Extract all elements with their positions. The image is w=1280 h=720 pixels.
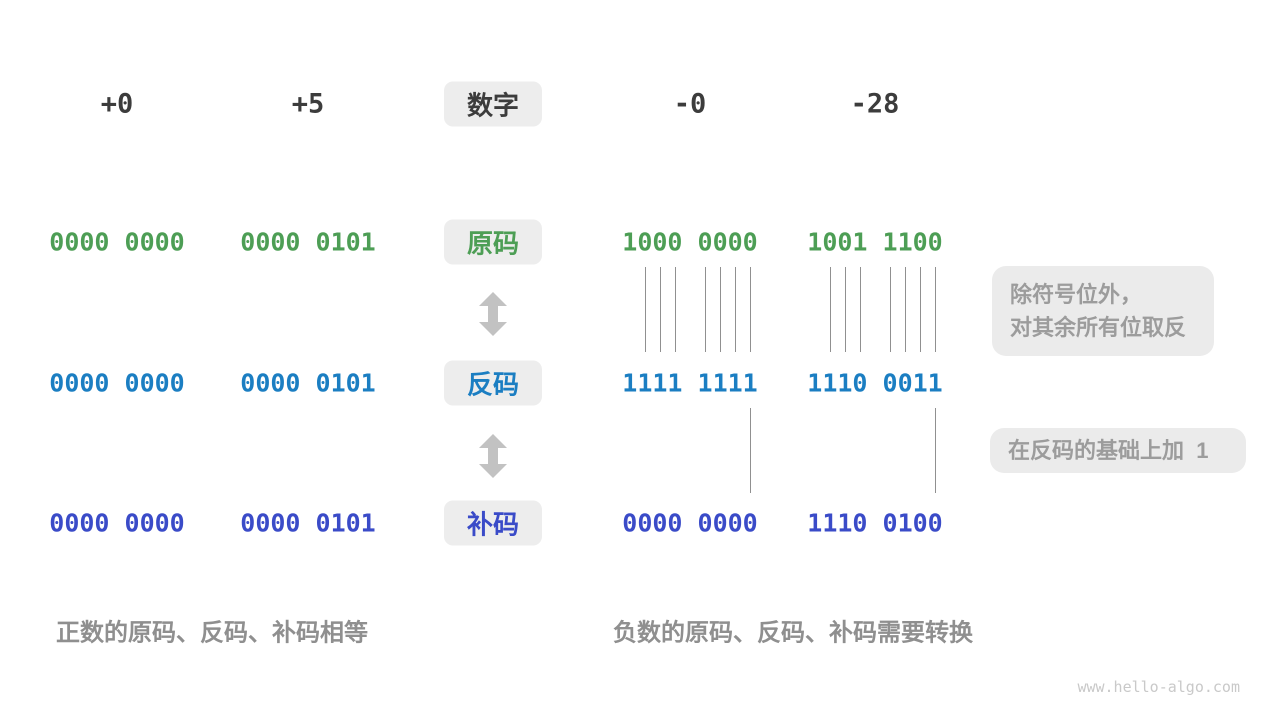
bit-line xyxy=(705,267,706,352)
bit-line xyxy=(830,267,831,352)
bit-line xyxy=(860,267,861,352)
bit-line xyxy=(750,267,751,352)
up-down-arrow-icon xyxy=(479,292,507,336)
binary-value: 1000 0000 xyxy=(622,227,758,257)
binary-value: 0000 0000 xyxy=(49,368,185,398)
binary-value: 1001 1100 xyxy=(807,227,943,257)
bit-line xyxy=(905,267,906,352)
caption-negative: 负数的原码、反码、补码需要转换 xyxy=(613,619,973,647)
bit-line xyxy=(935,408,936,493)
sign-magnitude-label-box: 原码 xyxy=(444,219,542,265)
note-invert-bits: 除符号位外， 对其余所有位取反 xyxy=(992,266,1214,356)
binary-value: 1111 1111 xyxy=(622,368,758,398)
binary-value: 1110 0100 xyxy=(807,508,943,538)
watermark: www.hello-algo.com xyxy=(1077,678,1240,696)
twos-complement-label-box: 补码 xyxy=(444,500,542,546)
note-invert-line2: 对其余所有位取反 xyxy=(1010,315,1187,340)
bit-line xyxy=(720,267,721,352)
note-add-one: 在反码的基础上加 1 xyxy=(990,428,1246,473)
bit-line xyxy=(920,267,921,352)
bit-line xyxy=(660,267,661,352)
up-down-arrow-icon xyxy=(479,434,507,478)
binary-value: 0000 0000 xyxy=(49,508,185,538)
binary-value: 1110 0011 xyxy=(807,368,943,398)
bit-line xyxy=(750,408,751,493)
ones-complement-label-box: 反码 xyxy=(444,360,542,406)
note-invert-line1: 除符号位外， xyxy=(1010,282,1143,307)
bit-line xyxy=(890,267,891,352)
note-add-one-text: 在反码的基础上加 1 xyxy=(1008,438,1209,463)
bit-line xyxy=(845,267,846,352)
binary-value: 0000 0000 xyxy=(622,508,758,538)
number-plus-zero: +0 xyxy=(100,88,134,120)
bit-line xyxy=(675,267,676,352)
binary-value: 0000 0101 xyxy=(240,508,376,538)
caption-positive: 正数的原码、反码、补码相等 xyxy=(56,619,368,647)
numbers-label-box: 数字 xyxy=(444,81,542,127)
number-plus-five: +5 xyxy=(291,88,325,120)
binary-value: 0000 0101 xyxy=(240,368,376,398)
number-minus-zero: -0 xyxy=(673,88,707,120)
bit-line xyxy=(735,267,736,352)
binary-value: 0000 0000 xyxy=(49,227,185,257)
bit-line xyxy=(645,267,646,352)
bit-line xyxy=(935,267,936,352)
number-minus-28: -28 xyxy=(850,88,900,120)
binary-value: 0000 0101 xyxy=(240,227,376,257)
